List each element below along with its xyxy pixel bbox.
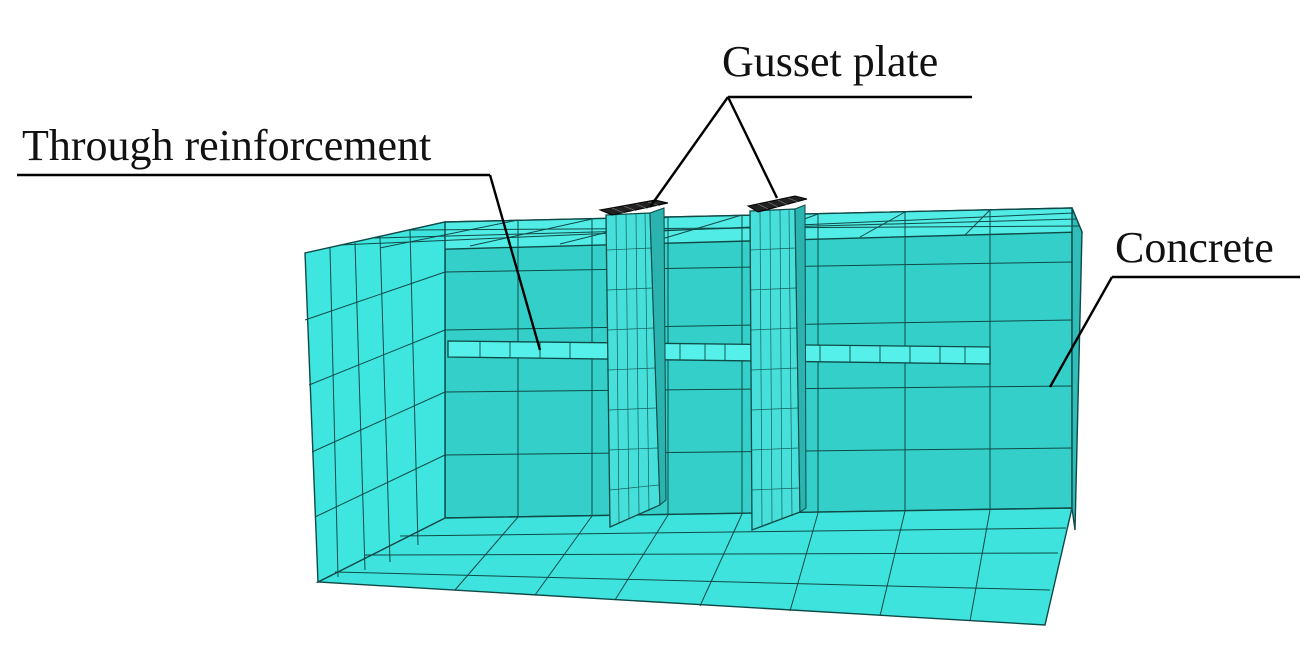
through-reinforcement-label: Through reinforcement <box>22 121 431 170</box>
concrete-label: Concrete <box>1115 223 1274 272</box>
through-reinforcement-leader <box>488 174 542 351</box>
concrete-block <box>304 207 1084 626</box>
concrete-right-face <box>1071 207 1083 531</box>
concrete-leader <box>1048 276 1114 388</box>
gusset-plate-leader-left <box>649 96 729 208</box>
gusset-plate-left <box>598 199 669 528</box>
gusset-plate-right <box>746 195 808 531</box>
concrete-left-face <box>304 221 446 584</box>
through-reinforcement-bar <box>447 340 991 365</box>
gusset-plate-leader-right <box>726 96 779 199</box>
bottom-face-grid <box>334 509 1067 622</box>
leader-lines <box>17 95 1300 388</box>
left-face-grid <box>304 229 446 578</box>
top-face-grid <box>339 209 1080 249</box>
gusset-plate-label: Gusset plate <box>722 37 938 86</box>
